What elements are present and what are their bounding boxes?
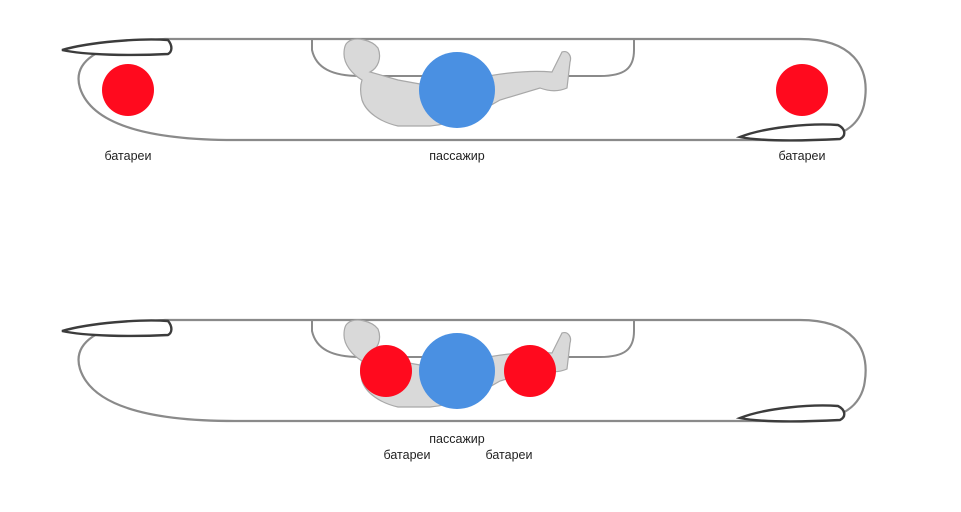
fuselage-outline (77, 318, 867, 423)
aircraft-configuration-2: пассажир батареи батареи (61, 318, 867, 462)
battery-left (360, 345, 412, 397)
battery-front (102, 64, 154, 116)
rear-wing (735, 123, 846, 142)
label-battery-rear: батареи (779, 149, 826, 163)
rear-wing (735, 404, 846, 423)
front-wing (61, 38, 173, 57)
label-battery-right: батареи (486, 448, 533, 462)
passenger-marker (419, 52, 495, 128)
aircraft-configuration-1: батареи пассажир батареи (61, 37, 867, 163)
label-battery-left: батареи (384, 448, 431, 462)
label-passenger: пассажир (429, 432, 485, 446)
battery-rear (776, 64, 828, 116)
fuselage-outline (77, 37, 867, 142)
front-wing (61, 319, 173, 338)
label-passenger: пассажир (429, 149, 485, 163)
label-battery-front: батареи (105, 149, 152, 163)
passenger-marker (419, 333, 495, 409)
battery-right (504, 345, 556, 397)
